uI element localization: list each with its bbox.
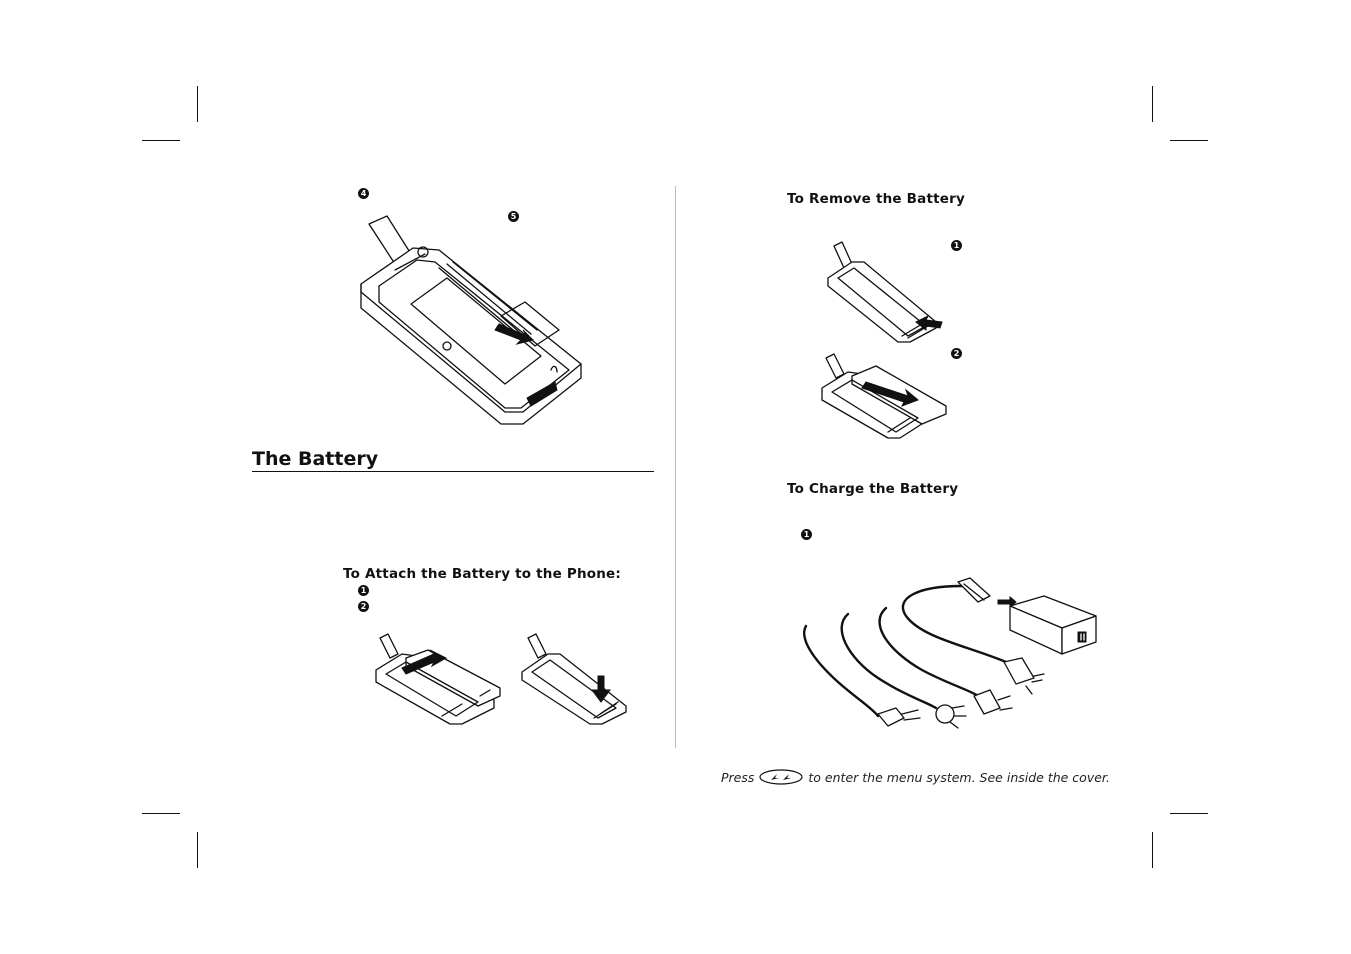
callout-4: 4 — [358, 188, 369, 199]
crop-mark-bottom-left-vertical — [197, 832, 198, 868]
crop-mark-bottom-right-vertical — [1152, 832, 1153, 868]
callout-5: 5 — [508, 211, 519, 222]
crop-mark-bottom-right-horizontal — [1170, 813, 1208, 814]
menu-key-icon — [759, 769, 804, 785]
footer-prefix: Press — [721, 769, 755, 785]
charge-battery-heading: To Charge the Battery — [787, 481, 959, 497]
footer-menu-hint: Press to enter the menu system. See insi… — [721, 769, 1110, 785]
crop-mark-top-right-horizontal — [1170, 140, 1208, 141]
phone-back-illustration — [360, 215, 582, 425]
remove-battery-heading: To Remove the Battery — [787, 191, 965, 207]
footer-suffix: to enter the menu system. See inside the… — [808, 769, 1110, 785]
page-divider — [675, 186, 676, 748]
crop-mark-top-left-vertical — [197, 86, 198, 122]
crop-mark-top-left-horizontal — [142, 140, 180, 141]
attach-battery-heading: To Attach the Battery to the Phone: — [343, 566, 622, 582]
remove-callout-1: 1 — [951, 240, 962, 251]
remove-battery-illustration-release — [827, 241, 943, 343]
attach-callout-2: 2 — [358, 601, 369, 612]
charge-callout-1: 1 — [801, 529, 812, 540]
charger-illustration — [803, 577, 1097, 729]
crop-mark-bottom-left-horizontal — [142, 813, 180, 814]
attach-battery-illustration-press — [521, 633, 627, 725]
remove-battery-illustration-lift — [821, 353, 947, 439]
remove-callout-2: 2 — [951, 348, 962, 359]
attach-callout-1: 1 — [358, 585, 369, 596]
crop-mark-top-right-vertical — [1152, 86, 1153, 122]
section-title-the-battery: The Battery — [252, 448, 654, 472]
attach-battery-illustration-slide — [375, 633, 501, 725]
